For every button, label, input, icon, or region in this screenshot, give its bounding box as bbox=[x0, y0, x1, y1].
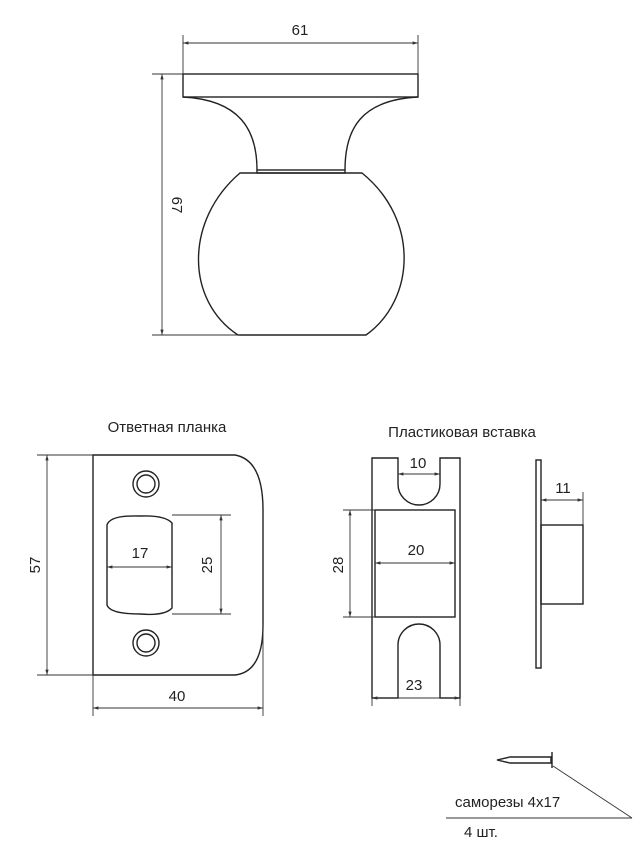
inner-width-dim: 20 bbox=[408, 542, 425, 559]
screws-count: 4 шт. bbox=[464, 824, 498, 841]
plastic-insert-title: Пластиковая вставка bbox=[388, 424, 536, 441]
insert-width-dim: 23 bbox=[406, 677, 423, 694]
knob-height-dim: 67 bbox=[168, 197, 185, 214]
strike-plate-width-dim: 40 bbox=[169, 688, 186, 705]
strike-plate-drawing bbox=[37, 454, 264, 716]
plastic-insert-drawing bbox=[343, 457, 584, 706]
strike-plate-height-dim: 57 bbox=[27, 557, 44, 574]
screws-label: саморезы 4х17 bbox=[455, 794, 560, 811]
strike-plate-title: Ответная планка bbox=[108, 419, 227, 436]
opening-height-dim: 25 bbox=[199, 557, 216, 574]
inner-height-dim: 28 bbox=[330, 557, 347, 574]
knob-drawing bbox=[152, 35, 419, 336]
insert-depth-dim: 11 bbox=[555, 480, 571, 497]
opening-width-dim: 17 bbox=[132, 545, 149, 562]
slot-dim: 10 bbox=[410, 455, 427, 472]
screw-icon bbox=[446, 752, 633, 819]
knob-width-dim: 61 bbox=[292, 22, 309, 39]
